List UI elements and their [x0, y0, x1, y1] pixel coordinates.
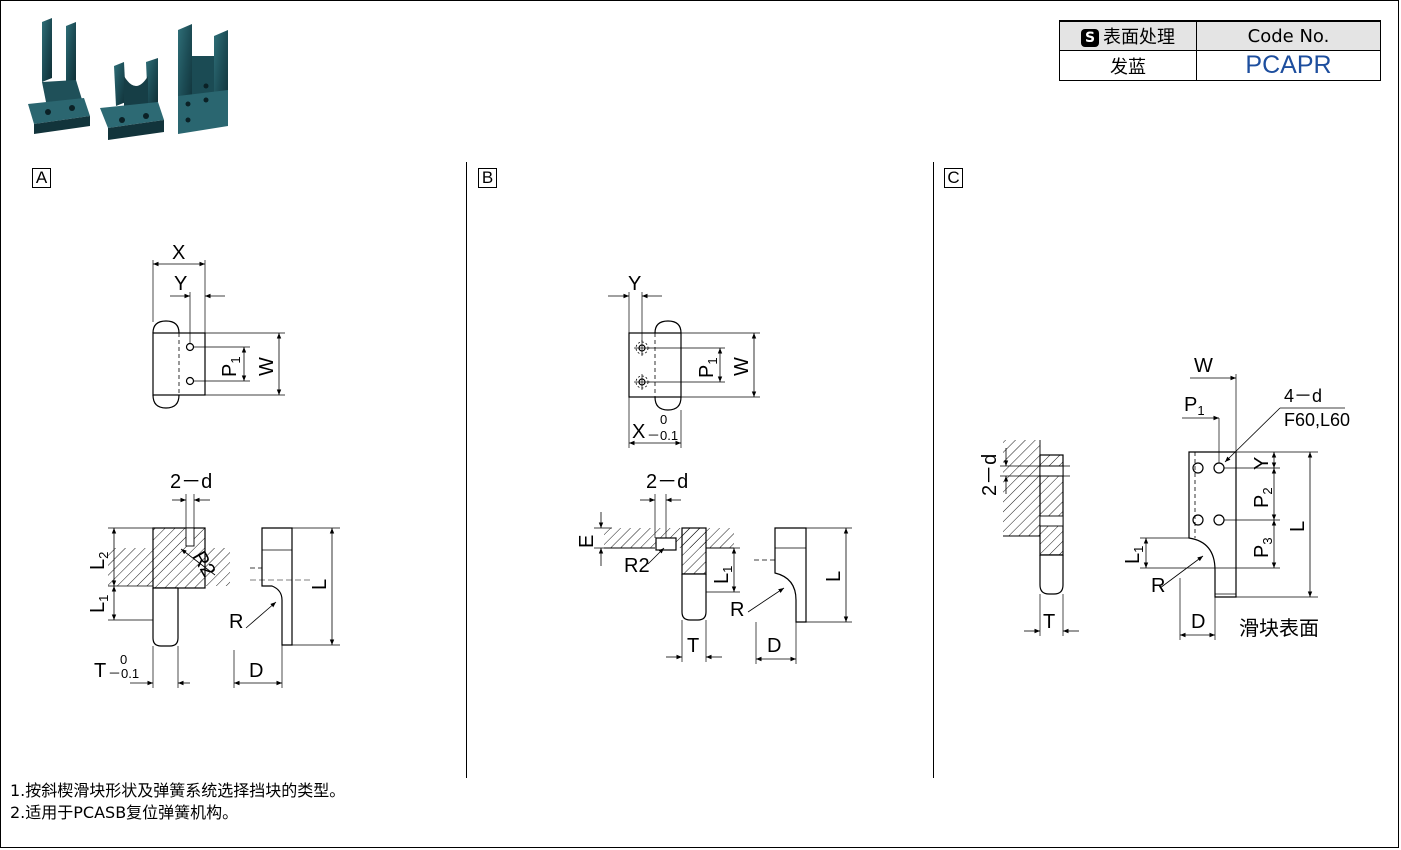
label-c-p1: P1 — [1184, 394, 1205, 418]
note-2: 2.适用于PCASB复位弹簧机构。 — [10, 803, 239, 822]
drawing-a — [108, 260, 340, 688]
label-a-t: T — [94, 660, 106, 682]
part-photo-3 — [178, 24, 228, 134]
labels-c: W P1 4－d F60,L60 Y P2 P3 L L1 R D 2－d T … — [979, 355, 1350, 640]
drawing-b — [594, 292, 852, 664]
section-tag-c: C — [944, 168, 963, 188]
label-a-x: X — [172, 242, 185, 264]
label-a-t-tol-upper: 0 — [120, 652, 127, 667]
label-c-f60l60: F60,L60 — [1284, 410, 1350, 430]
label-c-p3: P3 — [1251, 537, 1275, 558]
label-b-e: E — [576, 535, 598, 548]
label-a-l1: L1 — [87, 595, 111, 613]
label-a-t-tol-lower: －0.1 — [108, 666, 139, 681]
drawing-c — [1000, 374, 1345, 640]
label-b-l: L — [823, 571, 845, 582]
label-b-x-tol-lower: －0.1 — [647, 428, 678, 443]
surface-treatment-value: 发蓝 — [1059, 50, 1197, 81]
section-tag-b: B — [478, 168, 497, 188]
label-a-d: D — [249, 660, 263, 682]
label-b-t: T — [687, 635, 699, 657]
notes: 1.按斜楔滑块形状及弹簧系统选择挡块的类型。 2.适用于PCASB复位弹簧机构。 — [10, 780, 345, 824]
label-b-d: D — [767, 635, 781, 657]
label-a-r: R — [229, 611, 243, 633]
label-b-r: R — [730, 599, 744, 621]
label-a-l: L — [309, 579, 331, 590]
label-c-w: W — [1194, 355, 1213, 377]
label-c-r: R — [1151, 575, 1165, 597]
label-c-l: L — [1287, 521, 1309, 532]
label-b-2d: 2－d — [646, 471, 688, 493]
labels-a: X Y P1 W 2－d L2 L1 R2 R L T 0 －0.1 D — [87, 242, 331, 682]
label-b-w: W — [731, 357, 753, 376]
label-a-p1: P1 — [219, 356, 243, 377]
label-b-y: Y — [628, 273, 641, 295]
section-divider-2 — [933, 162, 934, 778]
section-tag-a: A — [32, 168, 51, 188]
label-c-p2: P2 — [1251, 487, 1275, 508]
label-c-t: T — [1043, 611, 1055, 633]
label-c-d: D — [1191, 611, 1205, 633]
label-a-w: W — [256, 357, 278, 376]
label-b-x: X — [632, 421, 645, 443]
label-c-l1: L1 — [1122, 546, 1146, 564]
label-a-y: Y — [174, 273, 187, 295]
section-divider-1 — [466, 162, 467, 778]
label-a-2d: 2－d — [170, 471, 212, 493]
label-c-slide-surface: 滑块表面 — [1239, 617, 1319, 640]
label-c-4d: 4－d — [1284, 386, 1322, 406]
label-b-l1: L1 — [711, 566, 735, 584]
part-photo-2 — [100, 58, 164, 140]
label-b-x-tol-upper: 0 — [660, 412, 667, 427]
label-b-p1: P1 — [696, 357, 720, 378]
part-photo-1 — [28, 18, 90, 134]
note-1: 1.按斜楔滑块形状及弹簧系统选择挡块的类型。 — [10, 781, 346, 800]
code-no-value: PCAPR — [1196, 50, 1381, 81]
product-photo — [28, 18, 228, 140]
label-c-2d: 2－d — [979, 454, 1001, 496]
labels-b: Y P1 W X 0 －0.1 2－d E R2 L1 R L T D — [576, 273, 845, 657]
label-a-l2: L2 — [87, 552, 111, 570]
s-badge-icon: S — [1081, 29, 1099, 47]
label-c-y: Y — [1251, 457, 1273, 470]
code-no-header: Code No. — [1196, 20, 1381, 51]
label-b-r2: R2 — [624, 555, 650, 577]
